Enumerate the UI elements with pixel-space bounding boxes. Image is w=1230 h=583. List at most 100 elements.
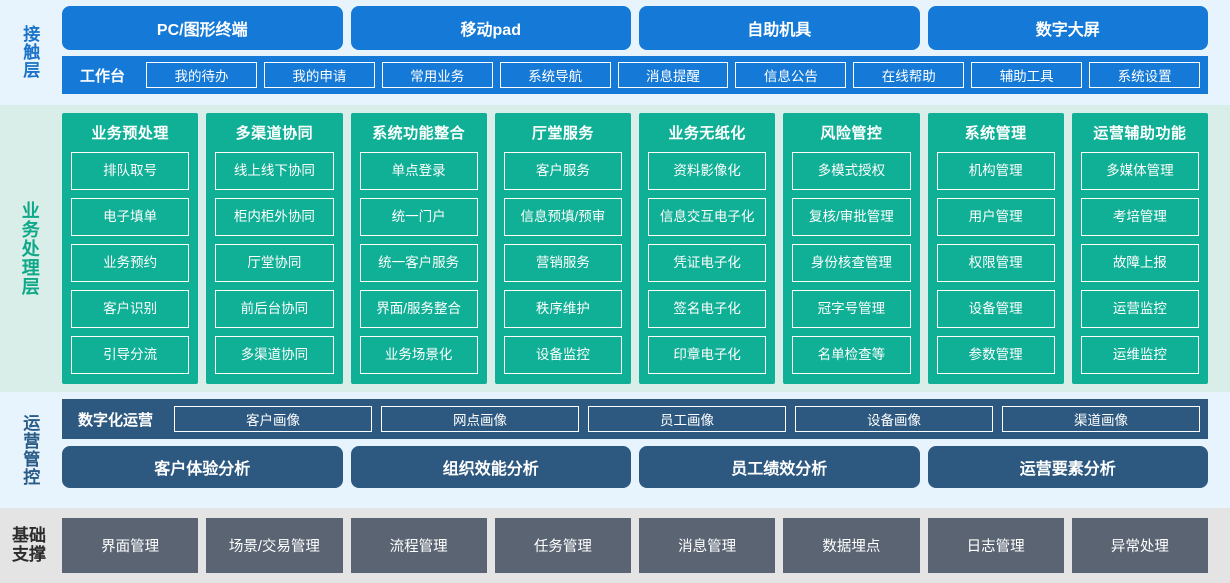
analysis-item-organizational-efficiency[interactable]: 组织效能分析 [350, 446, 631, 488]
biz-item-fault-report[interactable]: 故障上报 [1080, 244, 1199, 282]
biz-item-signature-electronic[interactable]: 签名电子化 [648, 290, 767, 328]
business-columns: 业务预处理 排队取号 电子填单 业务预约 客户识别 引导分流 多渠道协同 线上线… [58, 113, 1230, 384]
biz-item-multimode-authorization[interactable]: 多模式授权 [792, 152, 911, 190]
analysis-item-employee-performance[interactable]: 员工绩效分析 [639, 446, 920, 488]
channel-chip-digital-screen[interactable]: 数字大屏 [927, 6, 1208, 50]
biz-item-customer-service[interactable]: 客户服务 [503, 152, 622, 190]
foundation-item-process-mgmt[interactable]: 流程管理 [350, 518, 487, 573]
biz-item-front-back-sync[interactable]: 前后台协同 [215, 290, 334, 328]
portrait-item-device[interactable]: 设备画像 [795, 406, 994, 432]
contact-layer-body: PC/图形终端 移动pad 自助机具 数字大屏 工作台 我的待办 我的申请 常用… [58, 6, 1230, 97]
column-items: 多模式授权 复核/审批管理 身份核查管理 冠字号管理 名单检查等 [792, 152, 911, 374]
foundation-label-line2: 支撑 [12, 544, 46, 564]
biz-item-order-maintenance[interactable]: 秩序维护 [503, 290, 622, 328]
workbench-item-my-todo[interactable]: 我的待办 [146, 62, 257, 88]
channel-row: PC/图形终端 移动pad 自助机具 数字大屏 [58, 6, 1230, 50]
workbench-title: 工作台 [80, 67, 126, 85]
biz-item-document-imaging[interactable]: 资料影像化 [648, 152, 767, 190]
foundation-label-line1: 基础 [12, 526, 46, 546]
biz-item-unified-customer-service[interactable]: 统一客户服务 [359, 244, 478, 282]
column-items: 排队取号 电子填单 业务预约 客户识别 引导分流 [71, 152, 190, 374]
biz-item-user-mgmt[interactable]: 用户管理 [936, 198, 1055, 236]
digital-operations-row: 数字化运营 客户画像 网点画像 员工画像 设备画像 渠道画像 [62, 399, 1208, 439]
biz-item-multimedia-mgmt[interactable]: 多媒体管理 [1080, 152, 1199, 190]
biz-item-device-mgmt[interactable]: 设备管理 [936, 290, 1055, 328]
foundation-item-log-mgmt[interactable]: 日志管理 [927, 518, 1064, 573]
biz-item-organization-mgmt[interactable]: 机构管理 [936, 152, 1055, 190]
workbench-item-system-settings[interactable]: 系统设置 [1089, 62, 1201, 88]
biz-item-operation-monitoring[interactable]: 运营监控 [1080, 290, 1199, 328]
portrait-item-customer[interactable]: 客户画像 [174, 406, 373, 432]
column-items: 多媒体管理 考培管理 故障上报 运营监控 运维监控 [1080, 152, 1199, 374]
column-title: 业务预处理 [91, 125, 169, 142]
biz-item-ui-service-integration[interactable]: 界面/服务整合 [359, 290, 478, 328]
biz-item-customer-identify[interactable]: 客户识别 [71, 290, 190, 328]
biz-item-counter-inout-sync[interactable]: 柜内柜外协同 [215, 198, 334, 236]
digital-operations-title: 数字化运营 [78, 411, 154, 429]
workbench-item-announcement[interactable]: 信息公告 [735, 62, 847, 88]
business-layer-section: 业务处理层 业务预处理 排队取号 电子填单 业务预约 客户识别 引导分流 多渠道… [0, 105, 1230, 392]
portrait-item-channel[interactable]: 渠道画像 [1002, 406, 1201, 432]
foundation-layer-label: 基础 支撑 [0, 518, 58, 573]
biz-item-lobby-sync[interactable]: 厅堂协同 [215, 244, 334, 282]
foundation-row: 界面管理 场景/交易管理 流程管理 任务管理 消息管理 数据埋点 日志管理 异常… [58, 518, 1230, 573]
foundation-layer-body: 界面管理 场景/交易管理 流程管理 任务管理 消息管理 数据埋点 日志管理 异常… [58, 518, 1230, 573]
biz-item-seal-electronic[interactable]: 印章电子化 [648, 336, 767, 374]
biz-item-multichannel-sync[interactable]: 多渠道协同 [215, 336, 334, 374]
column-title: 多渠道协同 [235, 125, 314, 142]
analysis-item-operation-factors[interactable]: 运营要素分析 [927, 446, 1208, 488]
column-items: 单点登录 统一门户 统一客户服务 界面/服务整合 业务场景化 [359, 152, 478, 374]
biz-item-voucher-electronic[interactable]: 凭证电子化 [648, 244, 767, 282]
channel-chip-pc[interactable]: PC/图形终端 [62, 6, 343, 50]
foundation-item-exception-handling[interactable]: 异常处理 [1071, 518, 1208, 573]
operations-layer-body: 数字化运营 客户画像 网点画像 员工画像 设备画像 渠道画像 客户体验分析 组织… [58, 399, 1230, 500]
column-title: 厅堂服务 [531, 125, 594, 142]
analysis-item-customer-experience[interactable]: 客户体验分析 [62, 446, 343, 488]
biz-item-marketing-service[interactable]: 营销服务 [503, 244, 622, 282]
foundation-item-scenario-transaction-mgmt[interactable]: 场景/交易管理 [206, 518, 343, 573]
biz-item-identity-verification[interactable]: 身份核查管理 [792, 244, 911, 282]
biz-item-parameter-mgmt[interactable]: 参数管理 [936, 336, 1055, 374]
business-column-operation-support: 运营辅助功能 多媒体管理 考培管理 故障上报 运营监控 运维监控 [1071, 113, 1208, 384]
biz-item-business-scenario[interactable]: 业务场景化 [359, 336, 478, 374]
foundation-item-ui-mgmt[interactable]: 界面管理 [62, 518, 199, 573]
column-title: 系统管理 [964, 125, 1027, 142]
biz-item-e-form[interactable]: 电子填单 [71, 198, 190, 236]
foundation-item-data-tracking[interactable]: 数据埋点 [783, 518, 920, 573]
channel-chip-mobile-pad[interactable]: 移动pad [350, 6, 631, 50]
workbench-item-auxiliary-tools[interactable]: 辅助工具 [971, 62, 1083, 88]
foundation-item-message-mgmt[interactable]: 消息管理 [639, 518, 776, 573]
portrait-item-branch[interactable]: 网点画像 [381, 406, 580, 432]
column-title: 业务无纸化 [668, 125, 746, 142]
biz-item-watchlist-check[interactable]: 名单检查等 [792, 336, 911, 374]
biz-item-online-offline-sync[interactable]: 线上线下协同 [215, 152, 334, 190]
channel-chip-self-service[interactable]: 自助机具 [639, 6, 920, 50]
workbench-row: 工作台 我的待办 我的申请 常用业务 系统导航 消息提醒 信息公告 在线帮助 辅… [62, 56, 1208, 94]
biz-item-training-mgmt[interactable]: 考培管理 [1080, 198, 1199, 236]
biz-item-ops-maintenance-monitoring[interactable]: 运维监控 [1080, 336, 1199, 374]
biz-item-info-prefill-prereview[interactable]: 信息预填/预审 [503, 198, 622, 236]
biz-item-review-approval[interactable]: 复核/审批管理 [792, 198, 911, 236]
biz-item-queue-ticket[interactable]: 排队取号 [71, 152, 190, 190]
workbench-item-system-navigation[interactable]: 系统导航 [499, 62, 611, 88]
column-items: 资料影像化 信息交互电子化 凭证电子化 签名电子化 印章电子化 [648, 152, 767, 374]
business-column-lobby-service: 厅堂服务 客户服务 信息预填/预审 营销服务 秩序维护 设备监控 [494, 113, 631, 384]
contact-layer-label: 接触层 [20, 24, 40, 79]
biz-item-unified-portal[interactable]: 统一门户 [359, 198, 478, 236]
workbench-item-common-business[interactable]: 常用业务 [381, 62, 493, 88]
biz-item-device-monitoring[interactable]: 设备监控 [503, 336, 622, 374]
biz-item-info-exchange-electronic[interactable]: 信息交互电子化 [648, 198, 767, 236]
foundation-item-task-mgmt[interactable]: 任务管理 [494, 518, 631, 573]
workbench-item-online-help[interactable]: 在线帮助 [853, 62, 965, 88]
biz-item-appointment[interactable]: 业务预约 [71, 244, 190, 282]
biz-item-guide-diversion[interactable]: 引导分流 [71, 336, 190, 374]
biz-item-serial-number-mgmt[interactable]: 冠字号管理 [792, 290, 911, 328]
workbench-item-message-alert[interactable]: 消息提醒 [617, 62, 729, 88]
workbench-item-my-application[interactable]: 我的申请 [263, 62, 375, 88]
biz-item-single-sign-on[interactable]: 单点登录 [359, 152, 478, 190]
biz-item-permission-mgmt[interactable]: 权限管理 [936, 244, 1055, 282]
foundation-layer-section: 基础 支撑 界面管理 场景/交易管理 流程管理 任务管理 消息管理 数据埋点 日… [0, 508, 1230, 583]
portrait-item-employee[interactable]: 员工画像 [588, 406, 787, 432]
column-items: 客户服务 信息预填/预审 营销服务 秩序维护 设备监控 [503, 152, 622, 374]
